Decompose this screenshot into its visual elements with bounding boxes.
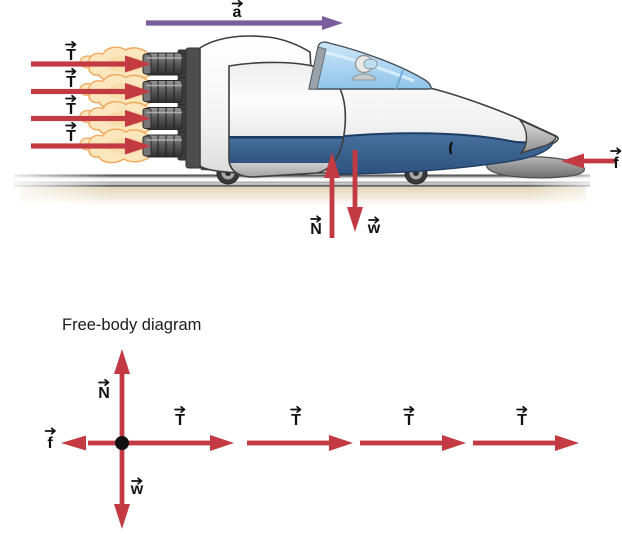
fbd-thrust-arrow-3 — [360, 435, 466, 451]
fbd-thrust-arrow-1 — [128, 435, 234, 451]
thrust-label-3: T — [66, 101, 76, 118]
fbd-thrust-label-2: T — [291, 412, 301, 429]
thrust-label-2: T — [66, 74, 76, 91]
fbd-title: Free-body diagram — [62, 316, 201, 334]
nose-skid — [486, 156, 585, 179]
fbd-normal-label: N — [98, 385, 110, 402]
thrust-label-1: T — [66, 47, 76, 64]
fbd-origin-dot — [115, 436, 129, 450]
fbd-thrust-arrow-2 — [247, 435, 353, 451]
pilot — [351, 54, 378, 81]
fbd-thrust-label-3: T — [404, 412, 414, 429]
canopy-divider — [395, 69, 404, 90]
normal-label: N — [310, 221, 322, 238]
canopy-front-pillar — [308, 46, 327, 90]
free-body-diagram: Free-body diagram N w f T — [44, 316, 579, 529]
track-rail — [14, 174, 590, 187]
fbd-thrust-label-4: T — [517, 412, 527, 429]
canopy — [308, 41, 432, 90]
friction-vector-bar — [610, 147, 622, 155]
nose-cone — [519, 119, 557, 154]
fbd-friction-label: f — [47, 435, 53, 452]
thrust-label-4: T — [66, 128, 76, 145]
fbd-weight-arrow — [114, 443, 130, 529]
weight-arrow — [347, 150, 363, 232]
weight-label: w — [367, 220, 381, 237]
ground — [20, 187, 586, 208]
acceleration-arrow — [146, 16, 343, 30]
fbd-friction-vector-bar — [44, 427, 56, 435]
acceleration-label: a — [233, 4, 242, 21]
rocket-sled — [79, 35, 585, 185]
fbd-thrust-arrows — [128, 435, 579, 451]
fbd-normal-arrow — [114, 349, 130, 443]
fbd-weight-label: w — [130, 481, 144, 498]
rocket-sled-scene: a T T T T f N — [0, 0, 622, 238]
fbd-thrust-arrow-4 — [473, 435, 579, 451]
friction-arrow — [561, 153, 616, 169]
normal-arrow — [324, 152, 340, 238]
fbd-thrust-label-1: T — [175, 412, 185, 429]
hull-vent-mark — [449, 141, 454, 155]
fbd-friction-arrow — [61, 435, 122, 451]
rail-fade-left — [0, 168, 112, 213]
friction-label: f — [613, 155, 619, 172]
